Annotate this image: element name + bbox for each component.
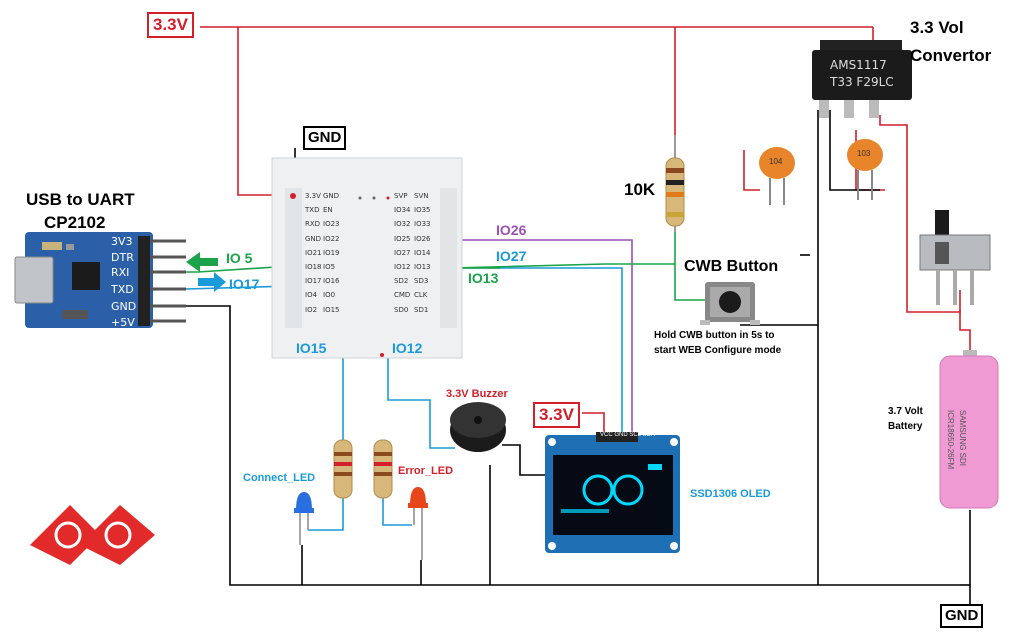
esp32-pin-label: GND [305,234,322,243]
esp32-pin-label: IO32 [394,220,411,229]
esp32-pin-label: SD1 [414,305,429,314]
esp32-pin-label: IO33 [414,220,431,229]
convertor-title-line1: 3.3 Vol [910,18,964,37]
usb-title-line1: USB to UART [26,190,135,209]
regulator-text-2: T33 F29LC [830,75,894,89]
regulator-text-1: AMS1117 [830,58,887,72]
gnd-label-top: GND [303,126,347,150]
esp32-pin-label: CMD [394,291,411,300]
uart-board [14,232,186,328]
cwb-note-line2: start WEB Configure mode [654,345,782,356]
esp32-pin-label: IO2 [305,305,318,314]
io13-label: IO13 [468,270,499,286]
led-resistors [333,439,393,499]
convertor-title-line2: Convertor [910,46,992,65]
io26-label: IO26 [496,222,527,238]
oled-module [545,432,680,553]
esp32-pin-label: IO27 [394,248,411,257]
esp32-pin-label: IO5 [323,263,336,271]
uart-pin-dtr: DTR [111,251,134,264]
esp32-board [271,157,463,359]
resistor-10k-label: 10K [624,180,656,199]
buzzer [450,402,506,452]
io27-label: IO27 [496,248,527,264]
battery-label-line2: Battery [888,421,923,432]
leds [294,487,428,560]
esp32-pin-label: CLK [414,291,428,300]
uart-pin-txd: TXD [111,283,134,296]
cap-104-code: 104 [769,157,783,166]
vcc-label-oled: 3.3V [533,402,580,428]
esp32-pin-label: IO17 [305,277,322,286]
esp32-pin-label: IO18 [305,263,322,271]
esp32-pin-label: TXD [305,206,320,215]
cwb-note-line1: Hold CWB button in 5s to [654,330,775,341]
esp32-pin-label: IO12 [394,263,411,271]
io5-label: IO 5 [226,250,253,266]
esp32-pin-label: SVP [394,192,408,200]
oled-label: SSD1306 OLED [690,488,771,500]
signal-wires [149,220,708,531]
esp32-pin-label: IO0 [323,291,336,300]
esp32-pin-label: IO15 [323,305,340,314]
cap-103-code: 103 [857,149,871,158]
esp32-pin-label: RXD [305,220,321,229]
capacitors [759,139,883,205]
esp32-pin-label: IO19 [323,248,340,257]
esp32-pin-label: IO25 [394,234,411,243]
resistor-10k [665,135,685,232]
io15-label: IO15 [296,340,327,356]
esp32-pin-label: GND [323,192,340,200]
esp32-pin-label: IO4 [305,291,318,300]
esp32-pin-label: IO26 [414,234,431,243]
regulator [812,40,912,118]
uart-pin-3v3: 3V3 [111,235,133,248]
battery-text-2: SAMSUNG SDI [958,410,967,467]
battery-text-1: ICR18650-26FM [946,410,955,470]
vcc-label-top: 3.3V [147,12,194,38]
esp32-pin-label: IO23 [323,220,340,229]
esp32-pin-label: IO21 [305,248,322,257]
push-button [700,282,760,325]
cwb-button-label: CWB Button [684,258,779,275]
esp32-pin-label: IO34 [394,206,411,215]
esp32-pin-label: IO14 [414,248,431,257]
tx-arrow [198,272,226,292]
connect-led-label: Connect_LED [243,472,316,484]
error-led-label: Error_LED [398,465,454,477]
gnd-wires [150,110,971,610]
brand-logo [30,505,155,565]
esp32-pin-label: SD3 [414,277,429,286]
oled-pin-labels: VCC GND SCL SDA [600,432,655,438]
esp32-pin-label: IO35 [414,206,431,215]
uart-pin-5v: +5V [111,316,135,329]
slide-switch [919,210,991,305]
esp32-pin-label: IO22 [323,234,340,243]
battery-label-line1: 3.7 Volt [888,406,923,417]
esp32-pin-label: IO16 [323,277,340,286]
esp32-pin-label: 3.3V [305,192,321,200]
esp32-pin-label: IO13 [414,263,431,271]
usb-title-line2: CP2102 [44,213,106,232]
battery [939,350,999,509]
esp32-pin-label: SD2 [394,277,409,286]
esp32-pin-label: SVN [414,192,429,200]
esp32-pin-label: SD0 [394,305,409,314]
uart-pin-gnd: GND [111,300,137,313]
gnd-label-bottom: GND [940,604,984,628]
rx-arrow [186,252,218,272]
buzzer-label: 3.3V Buzzer [446,388,508,400]
io12-label: IO12 [392,340,423,356]
esp32-pin-label: EN [323,206,333,215]
uart-pin-rxi: RXI [111,266,130,279]
io17-label: IO17 [229,276,260,292]
